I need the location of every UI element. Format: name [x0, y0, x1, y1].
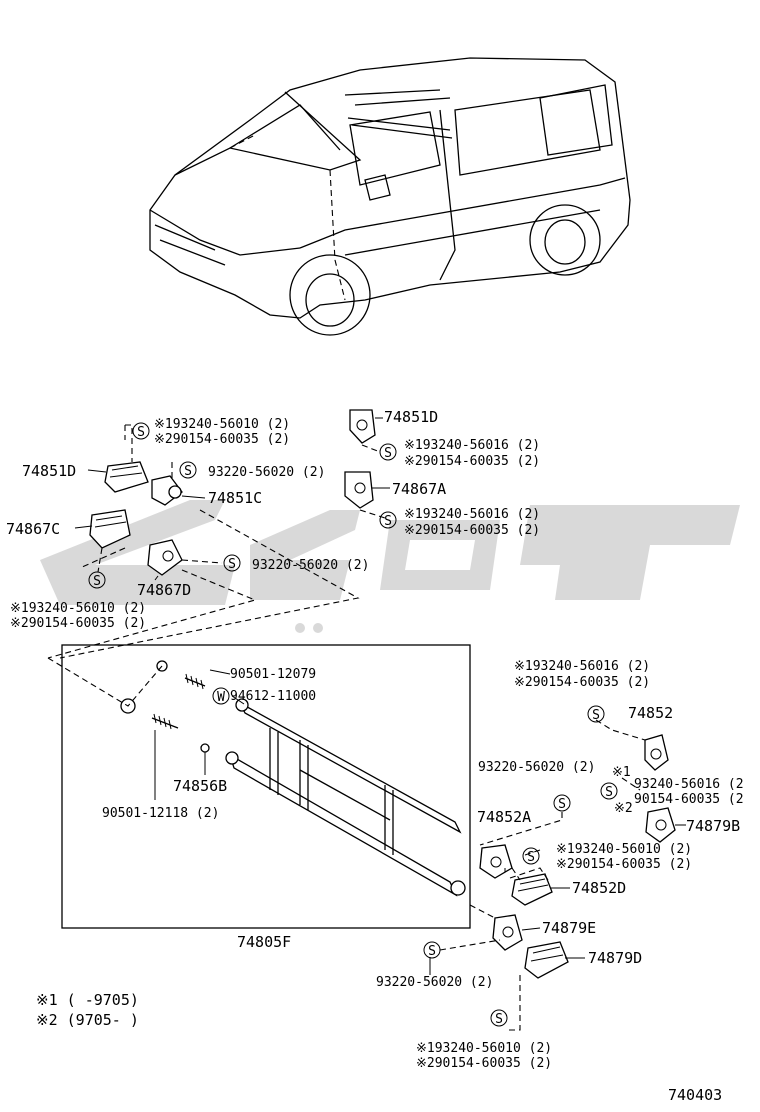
- s-symbol: [132, 422, 150, 440]
- svg-text:S: S: [592, 708, 600, 723]
- bracket-74879E: [492, 914, 523, 951]
- leader-lines: [47, 417, 686, 1031]
- label-74851C: 74851C: [208, 489, 262, 507]
- label-74851D-left: 74851D: [22, 462, 76, 480]
- svg-text:S: S: [184, 464, 192, 479]
- s-symbol: [600, 782, 618, 800]
- label-sub: 94612-11000: [230, 689, 316, 704]
- rear-brackets: [479, 734, 676, 979]
- bracket-74852A: [479, 844, 513, 879]
- label-sub: ※290154-60035 (2): [10, 616, 146, 631]
- s-symbol: [88, 571, 106, 589]
- bracket-74852D: [511, 873, 553, 906]
- label-74879E: 74879E: [542, 919, 596, 937]
- label-sub: ※290154-60035 (2): [404, 454, 540, 469]
- diagram-code: 740403: [668, 1086, 722, 1104]
- label-sub: 93220-56020 (2): [478, 760, 595, 775]
- label-sub: ※290154-60035 (2): [416, 1056, 552, 1071]
- label-sub: ※193240-56010 (2): [154, 417, 290, 432]
- label-sub: ※193240-56016 (2): [404, 507, 540, 522]
- label-74867D: 74867D: [137, 581, 191, 599]
- svg-text:S: S: [428, 944, 436, 959]
- label-74852D: 74852D: [572, 879, 626, 897]
- label-sub: ※193240-56016 (2): [404, 438, 540, 453]
- svg-text:S: S: [558, 797, 566, 812]
- label-sub: ※290154-60035 (2): [154, 432, 290, 447]
- label-sub: ※193240-56010 (2): [556, 842, 692, 857]
- bracket-74851D-top: [349, 409, 376, 444]
- label-74867A: 74867A: [392, 480, 446, 498]
- plug-74856B: [200, 743, 210, 753]
- label-sub: 90154-60035 (2: [634, 792, 744, 807]
- label-74852A: 74852A: [477, 808, 531, 826]
- bracket-74879D: [524, 941, 569, 979]
- label-74867C: 74867C: [6, 520, 60, 538]
- label-sub: ※193240-56010 (2): [10, 601, 146, 616]
- svg-text:S: S: [605, 785, 613, 800]
- s-symbol: [379, 443, 397, 461]
- svg-text:W: W: [217, 690, 225, 705]
- label-74856B: 74856B: [173, 777, 227, 795]
- svg-text:S: S: [495, 1012, 503, 1027]
- s-symbol: [379, 511, 397, 529]
- part-labels: 74851D ※193240-56016 (2) ※290154-60035 (…: [6, 408, 744, 1104]
- s-symbol: [490, 1009, 508, 1027]
- label-sub: 93220-56020 (2): [252, 558, 369, 573]
- bracket-74851C: [151, 475, 183, 506]
- bracket-74879B: [645, 807, 676, 843]
- label-74851D-top: 74851D: [384, 408, 438, 426]
- label-sub: 93220-56020 (2): [208, 465, 325, 480]
- roof-rack-assembly: [61, 644, 471, 929]
- label-sub: 90501-12118 (2): [102, 806, 219, 821]
- label-sub: 90501-12079: [230, 667, 316, 682]
- bracket-74867D: [147, 539, 183, 576]
- label-74879D: 74879D: [588, 949, 642, 967]
- bracket-74852: [644, 734, 669, 771]
- svg-text:S: S: [384, 446, 392, 461]
- label-74879B: 74879B: [686, 817, 740, 835]
- svg-text:S: S: [527, 850, 535, 865]
- label-sub: ※193240-56016 (2): [514, 659, 650, 674]
- label-sub: ※193240-56010 (2): [416, 1041, 552, 1056]
- bracket-74867A: [344, 471, 374, 509]
- label-74805F: 74805F: [237, 933, 291, 951]
- svg-text:S: S: [137, 425, 145, 440]
- w-symbol: [212, 687, 230, 705]
- s-symbol: [423, 941, 441, 959]
- s-symbol: [179, 461, 197, 479]
- van-illustration: [149, 57, 631, 336]
- label-note1: ※1: [612, 765, 631, 780]
- label-sub: ※290154-60035 (2): [556, 857, 692, 872]
- front-brackets: [89, 409, 376, 576]
- svg-text:S: S: [384, 514, 392, 529]
- svg-text:S: S: [228, 557, 236, 572]
- symbol-circles: S S S S S S W S S S S S S: [88, 422, 618, 1027]
- label-74852: 74852: [628, 704, 673, 722]
- label-sub: ※290154-60035 (2): [404, 523, 540, 538]
- label-note2: ※2: [614, 801, 633, 816]
- legend-note2: ※2 (9705- ): [36, 1011, 139, 1029]
- rack-box: [61, 644, 471, 929]
- label-sub: 93220-56020 (2): [376, 975, 493, 990]
- legend-note1: ※1 ( -9705): [36, 991, 139, 1009]
- s-symbol: [587, 705, 605, 723]
- s-symbol: [522, 847, 540, 865]
- s-symbol: [553, 794, 571, 812]
- label-sub: ※290154-60035 (2): [514, 675, 650, 690]
- s-symbol: [223, 554, 241, 572]
- svg-text:S: S: [93, 574, 101, 589]
- label-sub: 93240-56016 (2: [634, 777, 744, 792]
